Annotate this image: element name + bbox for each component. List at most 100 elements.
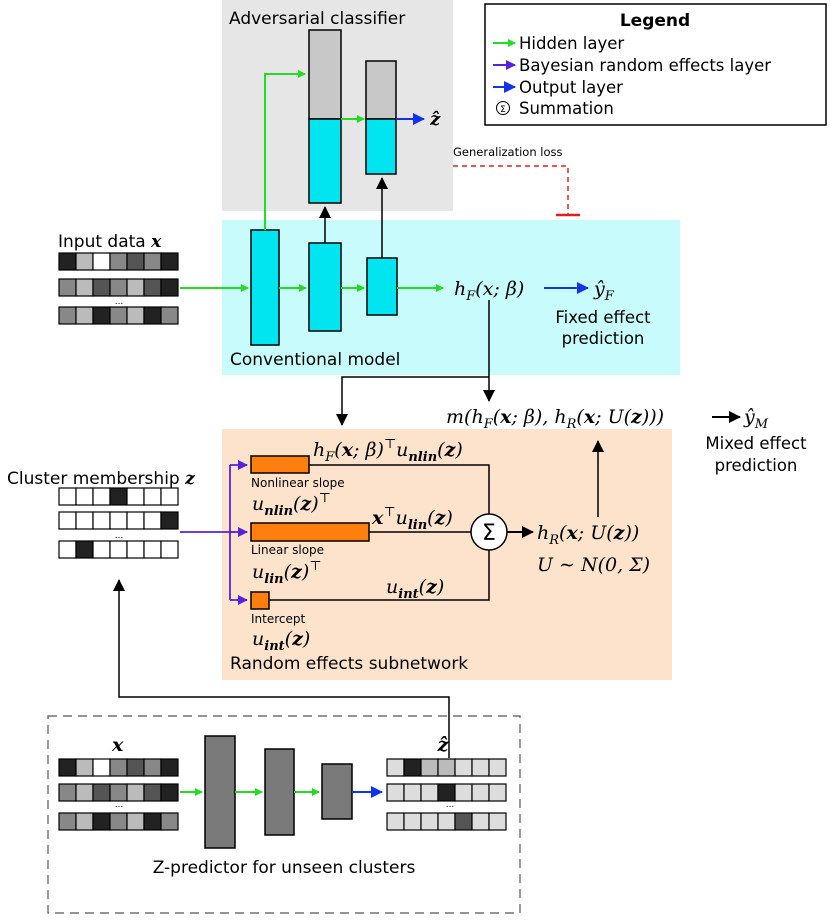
mixed-expression: m(hF(x; β), hR(x; U(z))) xyxy=(446,406,664,432)
adv-layer-2-gray xyxy=(365,60,397,120)
matrix-cell xyxy=(488,783,507,802)
matrix-cell xyxy=(109,812,128,831)
prior-label: U ∼ N(0, Σ) xyxy=(537,554,650,576)
zpred-in-dots: ... xyxy=(115,800,124,810)
matrix-cell xyxy=(126,812,145,831)
matrix-cell xyxy=(92,540,111,559)
linear-expr-label: x⊤ulin(z) xyxy=(371,505,453,533)
matrix-cell xyxy=(160,511,179,530)
matrix-cell xyxy=(75,812,94,831)
mixed-pred-line1: Mixed effect xyxy=(705,434,807,453)
adv-layer-2-cyan xyxy=(365,118,397,175)
matrix-cell xyxy=(143,758,162,777)
adv-layer-1-cyan xyxy=(308,118,342,204)
matrix-cell xyxy=(126,540,145,559)
matrix-cell xyxy=(403,758,422,777)
matrix-cell xyxy=(75,487,94,506)
conventional-region xyxy=(222,220,680,375)
matrix-cell xyxy=(471,783,490,802)
matrix-cell xyxy=(58,278,77,297)
hf-output-label: hF(x; β) xyxy=(454,278,524,304)
ym-label: ŷM xyxy=(743,406,769,432)
matrix-cell xyxy=(75,783,94,802)
matrix-cell xyxy=(58,540,77,559)
adversarial-output-label: ẑ xyxy=(429,109,441,130)
matrix-cell xyxy=(92,758,111,777)
intercept-to-sum-line xyxy=(269,550,490,601)
matrix-cell xyxy=(454,783,473,802)
matrix-cell xyxy=(471,758,490,777)
matrix-cell xyxy=(58,511,77,530)
zpredictor-region xyxy=(47,715,521,914)
legend-summation-label: Summation xyxy=(519,99,614,118)
yf-label: ŷF xyxy=(593,278,615,304)
matrix-cell xyxy=(58,812,77,831)
conv1-to-adv-arrow xyxy=(264,70,306,230)
zpred-layer-3 xyxy=(321,763,353,820)
matrix-cell xyxy=(109,252,128,271)
matrix-cell xyxy=(75,252,94,271)
matrix-cell xyxy=(92,306,111,325)
matrix-cell xyxy=(126,511,145,530)
matrix-cell xyxy=(58,487,77,506)
intercept-label: Intercept xyxy=(251,612,306,626)
matrix-cell xyxy=(126,758,145,777)
matrix-cell xyxy=(75,758,94,777)
zpred-layer-1 xyxy=(204,735,236,849)
zpred-input-matrix xyxy=(58,758,179,831)
matrix-cell xyxy=(75,306,94,325)
matrix-cell xyxy=(160,540,179,559)
matrix-cell xyxy=(437,758,456,777)
matrix-cell xyxy=(109,758,128,777)
matrix-cell xyxy=(143,306,162,325)
matrix-cell xyxy=(143,511,162,530)
legend-box xyxy=(484,3,827,126)
random-effects-title: Random effects subnetwork xyxy=(230,654,468,674)
matrix-cell xyxy=(58,783,77,802)
matrix-cell xyxy=(109,783,128,802)
zpred-input-var: x xyxy=(111,734,124,756)
matrix-cell xyxy=(143,278,162,297)
matrix-cell xyxy=(126,278,145,297)
matrix-cell xyxy=(143,783,162,802)
matrix-cell xyxy=(160,783,179,802)
input-dots: ... xyxy=(115,297,124,307)
zpred-layer-2 xyxy=(264,748,295,836)
cluster-dots: ... xyxy=(115,531,124,541)
generalization-loss-line xyxy=(453,165,569,215)
legend-summation-icon xyxy=(496,101,510,115)
matrix-cell xyxy=(92,783,111,802)
matrix-cell xyxy=(143,540,162,559)
zpredictor-title: Z-predictor for unseen clusters xyxy=(153,858,416,878)
matrix-cell xyxy=(143,812,162,831)
matrix-cell xyxy=(75,511,94,530)
intercept-expr-label: uint(z) xyxy=(386,576,444,602)
matrix-cell xyxy=(160,278,179,297)
input-data-label: Input data x xyxy=(58,232,162,252)
matrix-cell xyxy=(126,783,145,802)
mixed-pred-line2: prediction xyxy=(715,456,798,475)
matrix-cell xyxy=(160,812,179,831)
conv-layer-2 xyxy=(308,242,342,332)
conventional-title: Conventional model xyxy=(230,350,400,370)
conv-to-random-arrow xyxy=(336,376,489,426)
matrix-cell xyxy=(109,487,128,506)
legend-summation-glyph: Σ xyxy=(500,105,506,115)
matrix-cell xyxy=(126,487,145,506)
matrix-cell xyxy=(126,306,145,325)
matrix-cell xyxy=(488,758,507,777)
legend-title: Legend xyxy=(620,11,690,31)
matrix-cell xyxy=(92,278,111,297)
legend-output-label: Output layer xyxy=(519,78,623,97)
intercept-layer xyxy=(250,591,270,610)
matrix-cell xyxy=(143,252,162,271)
zpred-out-dots: ... xyxy=(446,800,455,810)
matrix-cell xyxy=(454,758,473,777)
matrix-cell xyxy=(109,540,128,559)
matrix-cell xyxy=(488,812,507,831)
legend-bayesian-label: Bayesian random effects layer xyxy=(519,56,771,75)
legend-hidden-label: Hidden layer xyxy=(519,34,624,53)
matrix-cell xyxy=(454,812,473,831)
fixed-effect-pred-line2: prediction xyxy=(562,329,645,348)
